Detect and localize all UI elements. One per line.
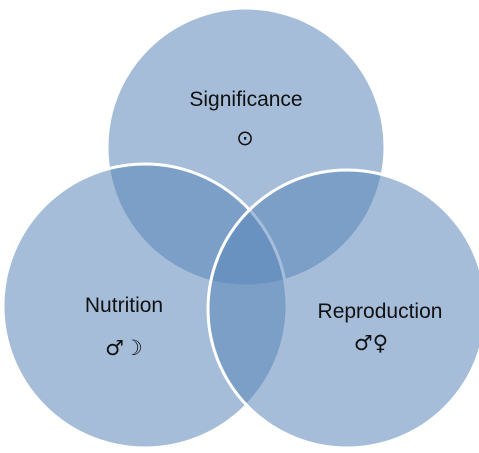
reproduction-label: Reproduction bbox=[318, 300, 443, 323]
venn-circles bbox=[1, 6, 479, 450]
nutrition-label: Nutrition bbox=[85, 294, 163, 317]
circle-labels: Significance ⊙ Nutrition ♂☽ Reproduction… bbox=[85, 88, 443, 360]
circle-reproduction bbox=[206, 168, 479, 450]
significance-label: Significance bbox=[189, 88, 302, 111]
sun-symbol-icon: ⊙ bbox=[236, 126, 254, 150]
mars-venus-symbols-icon: ♂♀ bbox=[354, 331, 388, 355]
mars-moon-symbols-icon: ♂☽ bbox=[105, 336, 143, 360]
